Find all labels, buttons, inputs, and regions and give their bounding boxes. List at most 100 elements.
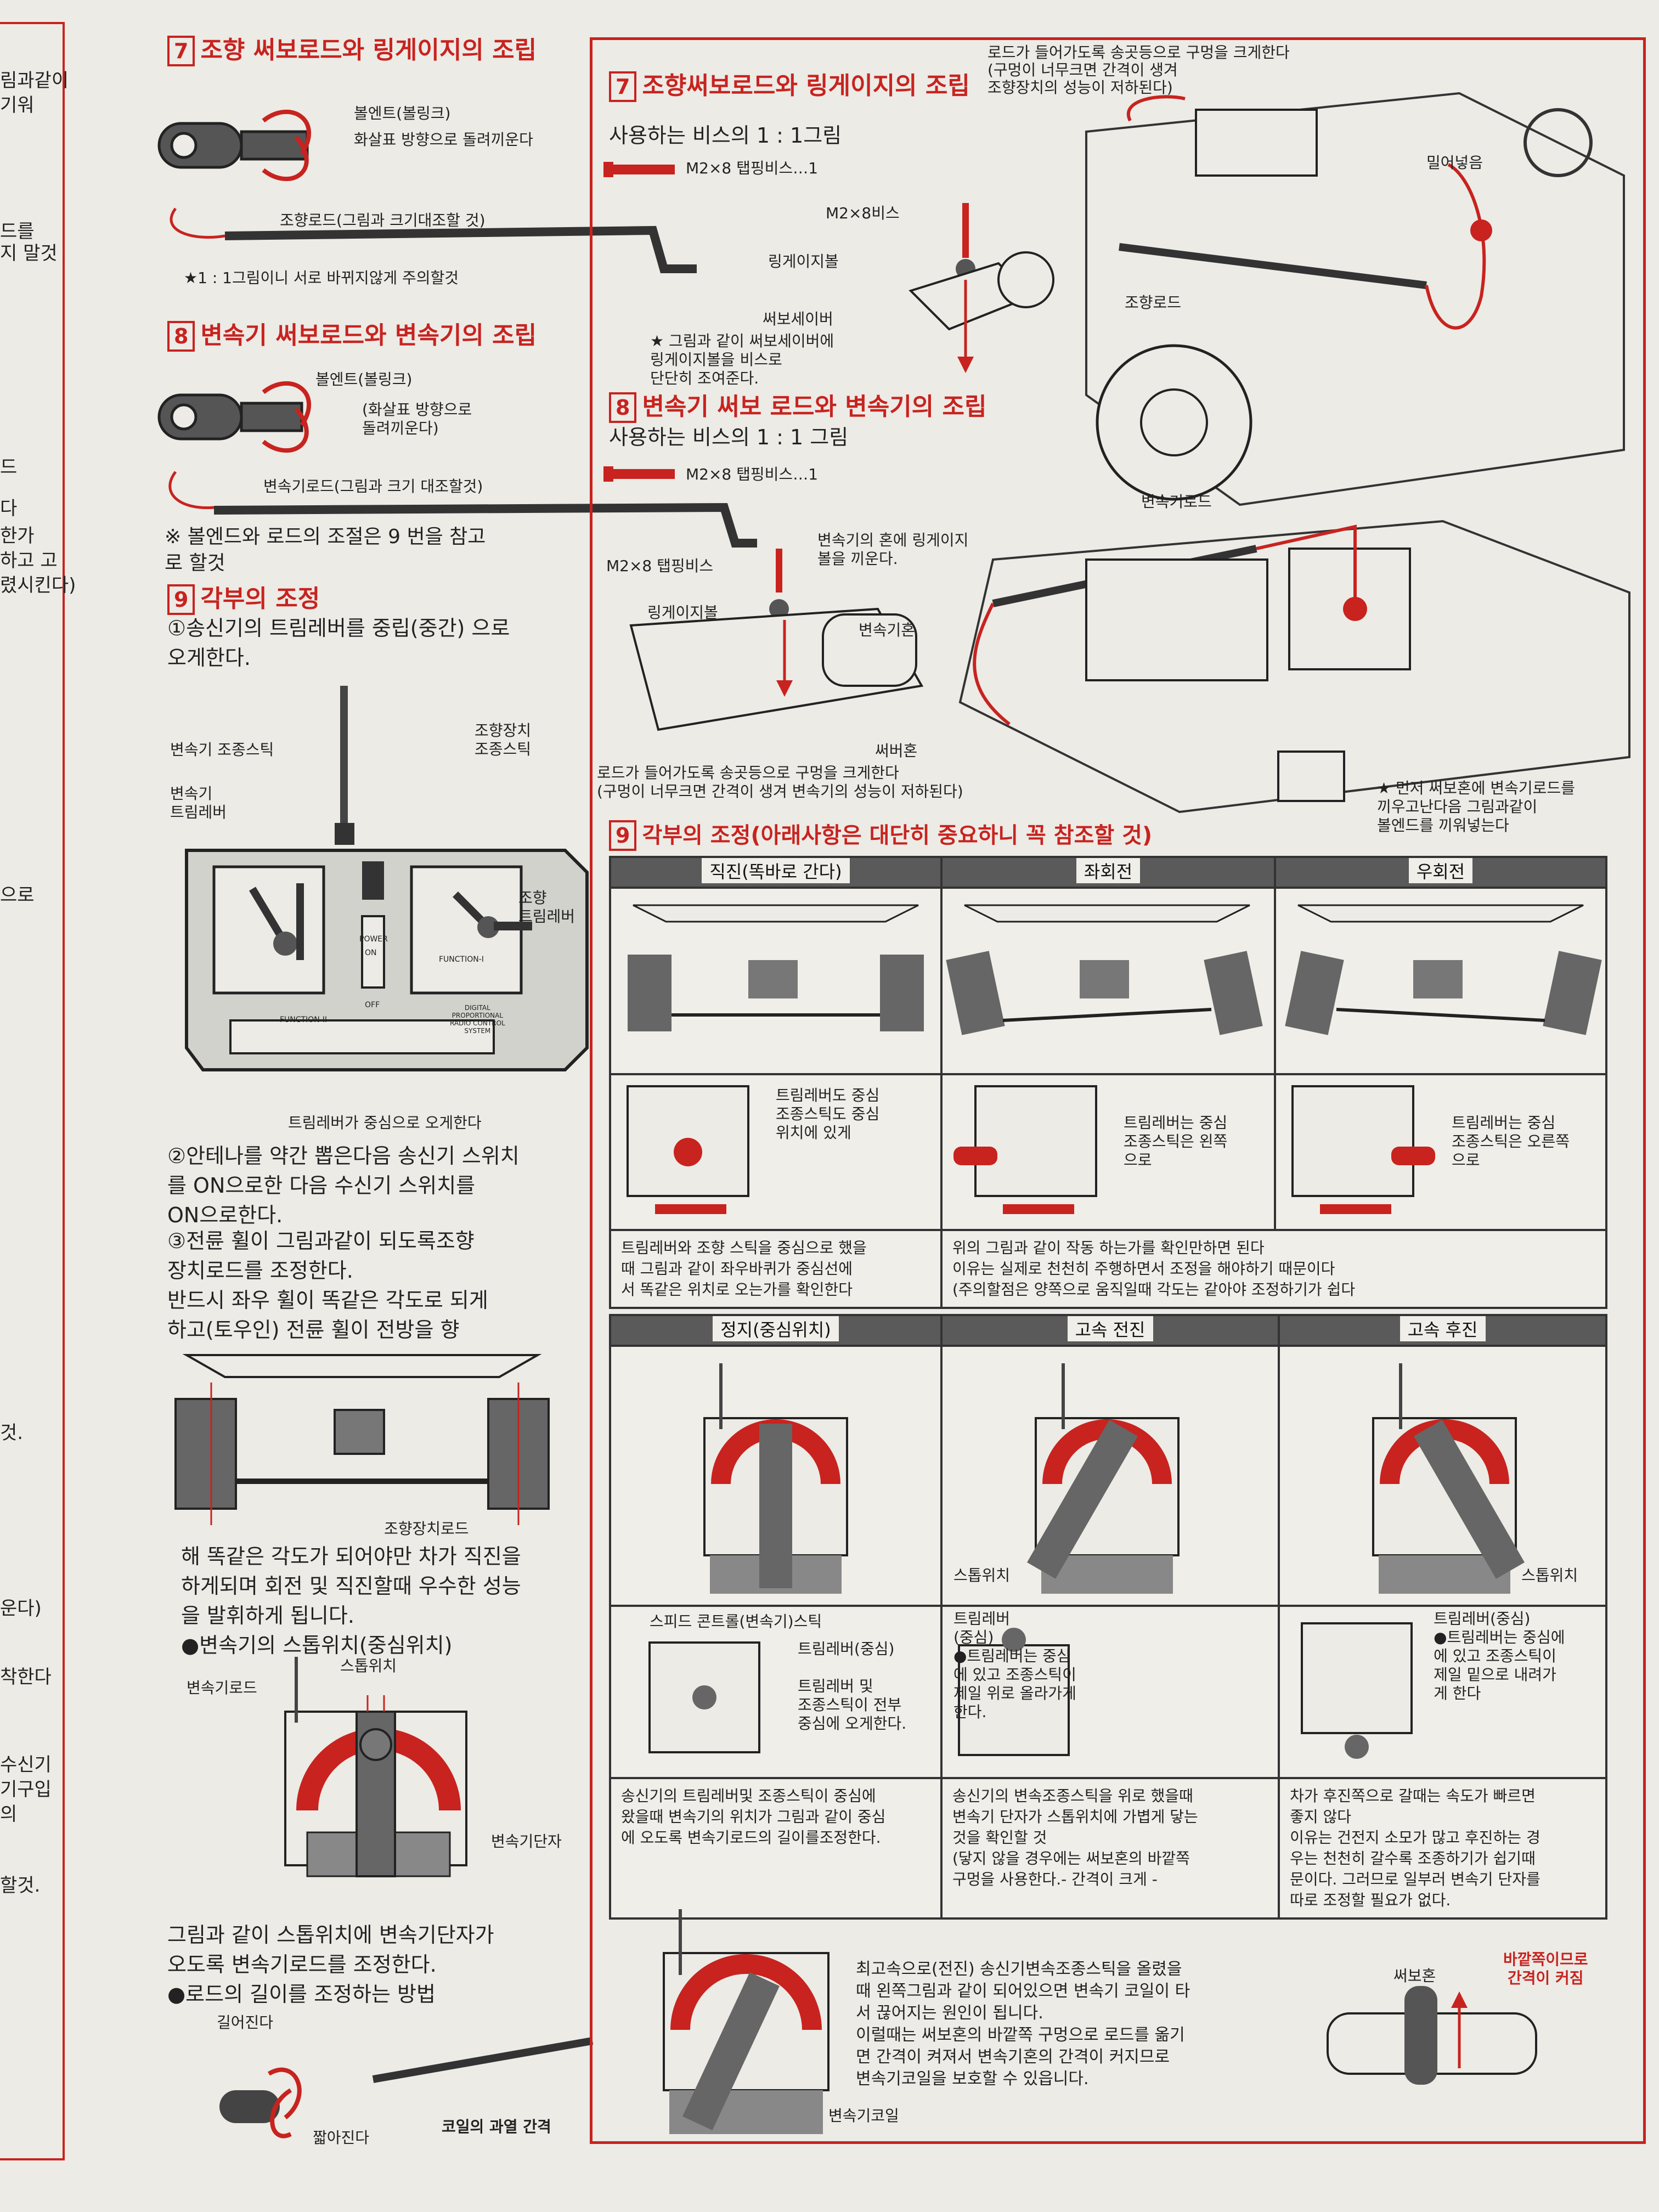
t2-mid-note-forward: 트림레버 (중심) ●트림레버는 중심 에 있고 조종스틱이 제일 위로 올라가… xyxy=(953,1610,1076,1721)
t2-mid-title: 스피드 콘트롤(변속기)스틱 xyxy=(650,1612,822,1630)
servo-horn-label: 써보혼 xyxy=(1393,1967,1436,1985)
speed-adjust-table: 정지(중심위치) 고속 전진 고속 후진 스톱위치 스톱위치 스피드 콘트롤(변… xyxy=(609,1314,1607,1920)
coil-label: 변속기코일 xyxy=(828,2107,899,2125)
r7-screw: M2×8비스 xyxy=(826,204,900,222)
tx-steer-stick: 조향장치 조종스틱 xyxy=(475,721,532,758)
tx-speed-trim: 변속기 트림레버 xyxy=(170,785,227,821)
t2-header-reverse: 고속 후진 xyxy=(1278,1314,1607,1347)
left-page-frame xyxy=(0,22,65,2160)
col1-step2: ②안테나를 약간 뽑은다음 송신기 스위치 를 ON으로한 다음 수신기 스위치… xyxy=(167,1144,520,1227)
t2-stop-label-forward: 스톱위치 xyxy=(953,1566,1011,1584)
left-margin-fragment: 것. xyxy=(0,1422,24,1444)
chassis-steering-illustration xyxy=(1085,92,1625,506)
t2-speed-forward: 스톱위치 xyxy=(940,1345,1280,1607)
r7-note: ★ 그림과 같이 써보세이버에 링게이지볼을 비스로 단단히 조여준다. xyxy=(650,332,834,387)
speed-rod-illustration xyxy=(157,381,757,548)
front-wheels-illustration xyxy=(174,1354,550,1525)
left-margin-fragment: 기워 xyxy=(0,94,35,116)
t1-note-straight: 트림레버도 중심 조종스틱도 중심 위치에 있게 xyxy=(776,1086,880,1142)
r8-insert: 변속기의 혼에 링게이지 볼을 끼운다. xyxy=(817,531,969,568)
left-margin-fragment: 다 xyxy=(0,498,18,520)
t2-bottom-reverse: 차가 후진쪽으로 갈때는 속도가 빠르면 좋지 않다 이유는 건전지 소모가 많… xyxy=(1290,1787,1541,1909)
t1-wheels-left xyxy=(940,887,1276,1075)
tx-func2: FUNCTION-II xyxy=(280,1015,328,1024)
outer-gap-label: 바깥쪽이므로 간격이 커짐 xyxy=(1503,1950,1588,1987)
r7-steer-rod: 조향로드 xyxy=(1125,294,1182,312)
t1-header-straight: 직진(똑바로 간다) xyxy=(609,856,943,889)
r8-speed-rod: 변속기로드 xyxy=(1141,493,1212,511)
r8-servo-horn: 써버혼 xyxy=(875,742,918,760)
servo-horn-illustration xyxy=(1327,1986,1537,2085)
t1-note-left: 트림레버는 중심 조종스틱은 왼쪽 으로 xyxy=(1124,1114,1228,1169)
col1-sec8-arrow-dir: (화살표 방향으로 돌려끼운다) xyxy=(362,400,472,437)
left-margin-fragment: 드를 xyxy=(0,221,35,242)
t2-speed-stop xyxy=(609,1345,943,1607)
t2-speed-reverse: 스톱위치 xyxy=(1278,1345,1607,1607)
r8-horn: 변속기혼 xyxy=(859,621,916,639)
screw-2-icon xyxy=(603,466,675,482)
rod-adjust-illustration xyxy=(219,2037,594,2138)
t1-wheels-straight xyxy=(609,887,943,1075)
tx-brand: DIGITAL PROPORTIONAL RADIO CONTROL SYSTE… xyxy=(450,1004,505,1035)
stop-position-illustration xyxy=(284,1657,467,1877)
bottom-note: 최고속으로(전진) 송신기변속조종스틱을 올렸을 때 왼쪽그림과 같이 되어있으… xyxy=(856,1960,1190,2089)
t1-stick-straight: 트림레버도 중심 조종스틱도 중심 위치에 있게 xyxy=(609,1073,943,1231)
screw-1-icon xyxy=(603,162,675,177)
t1-note-right: 트림레버는 중심 조종스틱은 오른쪽 으로 xyxy=(1452,1114,1570,1169)
speed-horn-illustration xyxy=(629,549,924,731)
r8-link: 링게이지볼 xyxy=(647,603,718,622)
t1-header-left: 좌회전 xyxy=(940,856,1276,889)
right-top-note: 로드가 들어가도록 송곳등으로 구멍을 크게한다 (구멍이 너무크면 간격이 생… xyxy=(988,43,1290,97)
r7-link: 링게이지볼 xyxy=(768,252,839,270)
t2-mid-note-reverse: 트림레버(중심) ●트림레버는 중심에 에 있고 조종스틱이 제일 밑으로 내려… xyxy=(1434,1610,1565,1702)
left-margin-fragment: 착한다 xyxy=(0,1666,52,1688)
col1-sec8-ballend: 볼엔트(볼링크) xyxy=(315,370,413,388)
r8-screw: M2×8 탭핑비스 xyxy=(606,557,714,575)
left-margin-fragment: 기구입 xyxy=(0,1779,52,1801)
r8-hole-note: 로드가 들어가도록 송곳등으로 구멍을 크게한다 (구멍이 너무크면 간격이 생… xyxy=(597,764,963,800)
right-sec8-screw: M2×8 탭핑비스…1 xyxy=(686,465,819,483)
t2-stick-reverse: 트림레버(중심) ●트림레버는 중심에 에 있고 조종스틱이 제일 밑으로 내려… xyxy=(1278,1605,1607,1779)
col1-step1: ①송신기의 트림레버를 중립(중간) 으로 오게한다. xyxy=(167,616,510,670)
steer-rod-illustration xyxy=(157,109,697,273)
right-sec7-use: 사용하는 비스의 1 : 1그림 xyxy=(609,123,842,148)
col1-sec7-rod: 조향로드(그림과 크기대조할 것) xyxy=(280,211,486,229)
left-margin-fragment: 한가 xyxy=(0,525,35,547)
tx-func1: FUNCTION-I xyxy=(439,955,484,964)
t1-wheels-right xyxy=(1274,887,1607,1075)
col1-step3: ③전륜 휠이 그림과같이 되도록조향 장치로드를 조정한다. 반드시 좌우 휠이… xyxy=(167,1229,488,1342)
col1-sec7-ballend: 볼엔트(볼링크) xyxy=(354,104,451,122)
terminal-label: 변속기단자 xyxy=(491,1832,562,1850)
right-sec7-screw: M2×8 탭핑비스…1 xyxy=(686,159,819,177)
t2-header-forward: 고속 전진 xyxy=(940,1314,1280,1347)
t1-header-right: 우회전 xyxy=(1274,856,1607,889)
left-margin-fragment: 의 xyxy=(0,1803,18,1825)
col1-sec8-rod: 변속기로드(그림과 크기 대조할것) xyxy=(263,477,483,495)
r7-saver: 써보세이버 xyxy=(763,310,833,328)
coil-gap-label: 코일의 과열 간격 xyxy=(442,2118,551,2136)
rod-shorter: 짧아진다 xyxy=(313,2129,370,2147)
r8-note: ★ 먼저 써보혼에 변속기로드를 끼우고난다음 그림과같이 볼엔드를 끼워넣는다 xyxy=(1377,779,1575,834)
servo-saver-illustration xyxy=(909,203,1054,373)
tx-on: ON xyxy=(365,949,377,957)
steering-adjust-table: 직진(똑바로 간다) 좌회전 우회전 트림레버도 중심 조종스틱도 중심 위치에… xyxy=(609,856,1607,1309)
left-margin-fragment: 림과같이 xyxy=(0,70,69,92)
tx-trim-center: 트림레버가 중심으로 오게한다 xyxy=(288,1114,482,1132)
rod-longer: 길어진다 xyxy=(217,2013,274,2032)
col1-step3b: 해 똑같은 각도가 되어야만 차가 직진을 하게되며 회전 및 직진할때 우수한… xyxy=(181,1544,521,1657)
t2-mid-note-stop: 트림레버(중심) 트림레버 및 조종스틱이 전부 중심에 오게한다. xyxy=(798,1640,907,1733)
t1-bottom-right: 위의 그림과 같이 작동 하는가를 확인만하면 된다 이유는 실제로 천천히 주… xyxy=(952,1239,1356,1299)
t1-stick-left: 트림레버는 중심 조종스틱은 왼쪽 으로 xyxy=(940,1073,1276,1231)
col1-step4: 그림과 같이 스톱위치에 변속기단자가 오도록 변속기로드를 조정한다. ●로드… xyxy=(167,1923,494,2006)
left-margin-fragment: 수신기 xyxy=(0,1754,52,1776)
tx-off: OFF xyxy=(365,1001,380,1009)
t2-stop-label-reverse: 스톱위치 xyxy=(1521,1566,1578,1584)
left-margin-fragment: 하고 고 xyxy=(0,550,58,572)
right-frame xyxy=(590,37,1646,2144)
